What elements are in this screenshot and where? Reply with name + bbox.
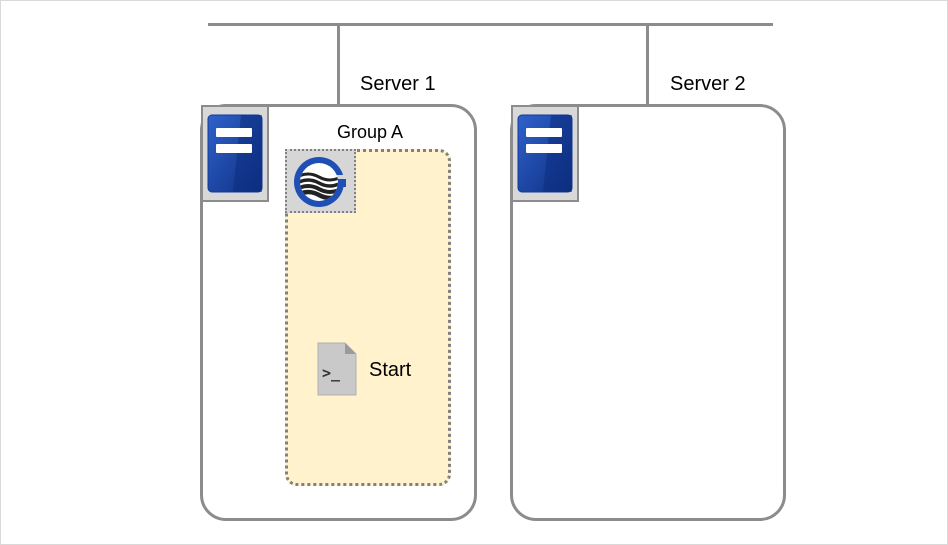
script-file-icon: >_ <box>317 342 357 396</box>
server-1-label: Server 1 <box>360 73 436 95</box>
server-icon <box>207 114 263 193</box>
server-icon <box>517 114 573 193</box>
cluster-logo-frame <box>285 149 356 213</box>
svg-text:>_: >_ <box>322 364 341 382</box>
start-script-label: Start <box>369 359 412 381</box>
network-bus-line <box>208 23 773 26</box>
server-2-network-drop <box>646 23 649 106</box>
server-2-label: Server 2 <box>670 73 746 95</box>
server-2-icon-frame <box>511 105 579 202</box>
group-a-label: Group A <box>337 122 404 142</box>
server-1-network-drop <box>337 23 340 106</box>
server-1-icon-frame <box>201 105 269 202</box>
cluster-logo-icon <box>294 157 349 207</box>
